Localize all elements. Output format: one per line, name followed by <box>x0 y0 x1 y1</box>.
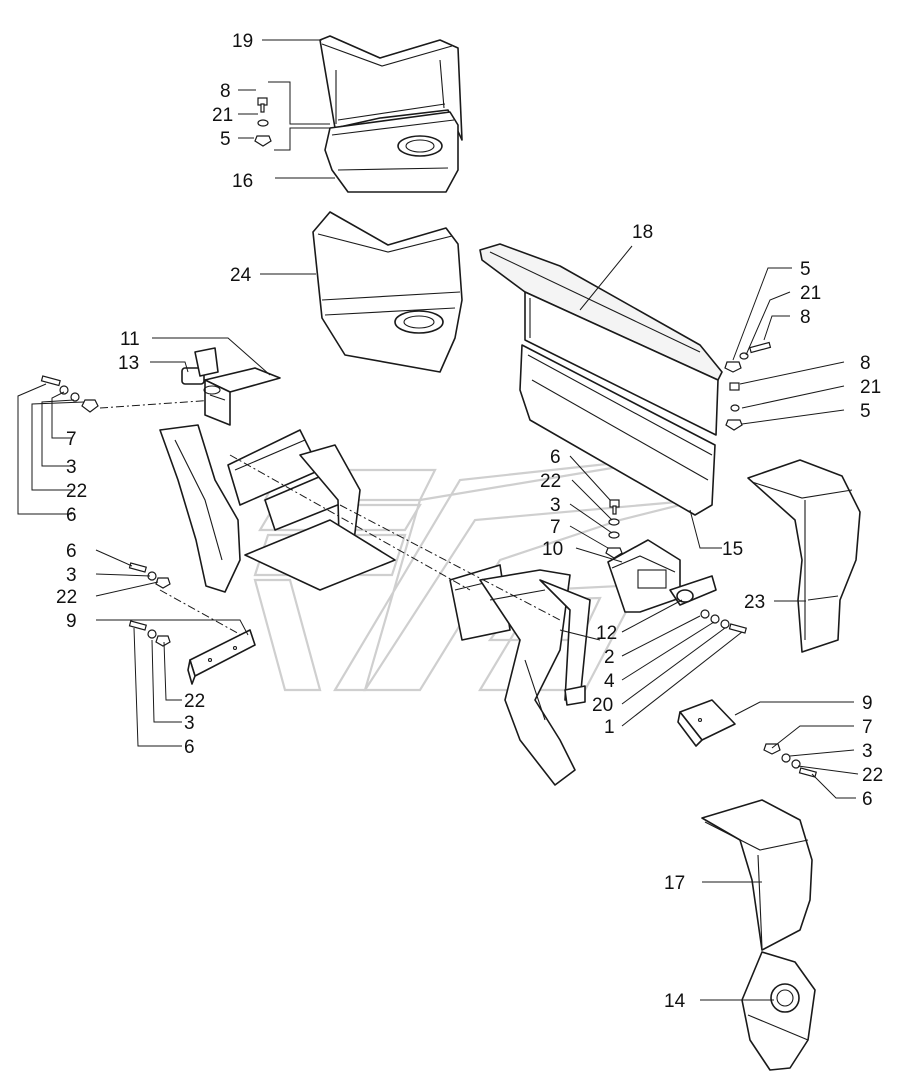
part-11-bracket <box>204 367 281 426</box>
label-5: 5 <box>860 401 871 422</box>
label-15: 15 <box>722 539 743 560</box>
label-10: 10 <box>542 539 563 560</box>
label-22: 22 <box>862 765 883 786</box>
label-3: 3 <box>862 741 873 762</box>
label-7: 7 <box>550 517 561 538</box>
part-23-right-cover <box>747 459 861 653</box>
part-19-upper-cover <box>319 35 463 141</box>
label-3: 3 <box>66 457 77 478</box>
label-21: 21 <box>860 377 881 398</box>
label-6: 6 <box>550 447 561 468</box>
label-6: 6 <box>862 789 873 810</box>
part-18-top-panel <box>479 243 723 436</box>
label-8: 8 <box>860 353 871 374</box>
label-6: 6 <box>66 505 77 526</box>
part-12-hinge-plate <box>669 575 717 606</box>
label-7: 7 <box>66 429 77 450</box>
label-3: 3 <box>66 565 77 586</box>
label-18: 18 <box>632 222 653 243</box>
hardware-stack-top <box>254 97 272 147</box>
label-19: 19 <box>232 31 253 52</box>
label-9: 9 <box>862 693 873 714</box>
label-9: 9 <box>66 611 77 632</box>
hardware-stack-2-4-20-1 <box>700 609 747 634</box>
part-9-plate-right <box>677 699 736 747</box>
part-16-lower-shell <box>324 111 459 193</box>
label-13: 13 <box>118 353 139 374</box>
label-5: 5 <box>220 129 231 150</box>
part-9-plate-left <box>187 629 256 685</box>
label-16: 16 <box>232 171 253 192</box>
label-3: 3 <box>550 495 561 516</box>
label-22: 22 <box>184 691 205 712</box>
part-17-lower-cover <box>701 799 813 951</box>
callout-labels: 19 8 21 5 16 24 18 5 21 8 8 21 5 11 13 7… <box>56 31 883 1012</box>
leader-lines <box>17 39 859 1001</box>
part-24-middle-cover <box>312 211 463 373</box>
label-23: 23 <box>744 592 765 613</box>
label-8: 8 <box>220 81 231 102</box>
label-24: 24 <box>230 265 252 286</box>
label-21: 21 <box>212 105 233 126</box>
label-4: 4 <box>604 671 615 692</box>
label-6: 6 <box>66 541 77 562</box>
label-2: 2 <box>604 647 615 668</box>
label-22: 22 <box>66 481 87 502</box>
part-14-lower-shell <box>741 951 816 1071</box>
hardware-stack-right <box>724 341 772 431</box>
label-14: 14 <box>664 991 686 1012</box>
label-5: 5 <box>800 259 811 280</box>
label-22: 22 <box>56 587 77 608</box>
main-frame <box>99 399 601 786</box>
hardware-stack-right-lower <box>763 743 817 778</box>
label-3: 3 <box>184 713 195 734</box>
label-22: 22 <box>540 471 561 492</box>
label-7: 7 <box>862 717 873 738</box>
part-15-lower-panel <box>519 344 716 516</box>
label-6: 6 <box>184 737 195 758</box>
hardware-stack-middle <box>605 499 623 559</box>
label-12: 12 <box>596 623 617 644</box>
label-17: 17 <box>664 873 685 894</box>
label-20: 20 <box>592 695 613 716</box>
hardware-stack-left <box>40 375 99 413</box>
label-8: 8 <box>800 307 811 328</box>
label-1: 1 <box>604 717 615 738</box>
label-11: 11 <box>120 329 140 350</box>
label-21: 21 <box>800 283 821 304</box>
